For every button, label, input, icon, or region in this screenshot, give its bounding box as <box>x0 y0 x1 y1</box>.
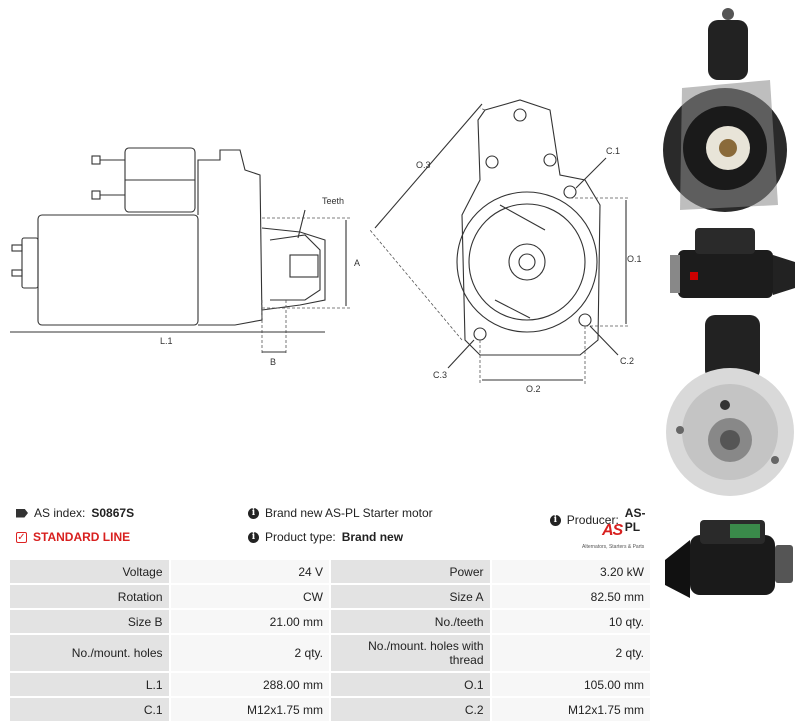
spec-value: 105.00 mm <box>491 673 650 696</box>
description: i Brand new AS-PL Starter motor <box>248 506 433 520</box>
spec-value: 2 qty. <box>491 635 650 671</box>
standard-line: ✓ STANDARD LINE <box>16 530 130 544</box>
spec-label: Rotation <box>10 585 169 608</box>
spec-value: M12x1.75 mm <box>491 698 650 721</box>
spec-label: Size B <box>10 610 169 633</box>
spec-value: 3.20 kW <box>491 560 650 583</box>
label-a: A <box>354 258 360 268</box>
standard-line-label: STANDARD LINE <box>33 530 131 544</box>
label-o1: O.1 <box>627 254 642 264</box>
product-type-value: Brand new <box>341 530 404 544</box>
spec-label: Size A <box>331 585 490 608</box>
logo-tagline: Alternators, Starters & Parts <box>582 544 645 550</box>
info-icon: i <box>248 531 259 543</box>
spec-label: C.1 <box>10 698 169 721</box>
spec-label: L.1 <box>10 673 169 696</box>
spec-label: C.2 <box>331 698 490 721</box>
flange-front <box>461 99 601 356</box>
checkbox-icon: ✓ <box>16 531 27 543</box>
spec-label: Voltage <box>10 560 169 583</box>
product-photos <box>663 8 795 598</box>
motor-body-side <box>37 214 199 326</box>
product-type: i Product type: Brand new <box>248 530 403 544</box>
as-index-label: AS index: <box>34 506 86 520</box>
photo-front-view <box>666 315 794 496</box>
producer-label: Producer: <box>566 513 619 527</box>
spec-label: O.1 <box>331 673 490 696</box>
photo-side-perspective <box>665 520 793 598</box>
label-c3: C.3 <box>433 370 447 380</box>
spec-value: CW <box>170 585 329 608</box>
logo-mark: AS <box>602 522 623 539</box>
spec-label: No./mount. holes <box>10 635 169 671</box>
as-pl-logo: AS Alternators, Starters & Parts <box>582 522 652 552</box>
spec-value: 24 V <box>170 560 329 583</box>
spec-label: No./teeth <box>331 610 490 633</box>
tag-icon <box>16 508 28 518</box>
product-info: AS index: S0867S ✓ STANDARD LINE i Brand… <box>0 500 660 560</box>
label-o3: O.3 <box>416 160 431 170</box>
producer-value: AS-PL <box>624 506 646 534</box>
label-teeth: Teeth <box>322 196 344 206</box>
spec-value: M12x1.75 mm <box>170 698 329 721</box>
spec-value: 288.00 mm <box>170 673 329 696</box>
info-icon: i <box>550 514 561 526</box>
spec-value: 82.50 mm <box>491 585 650 608</box>
label-b: B <box>270 357 276 367</box>
product-type-label: Product type: <box>265 530 336 544</box>
technical-drawing: Teeth A B L.1 O.3 C.1 O.1 C.2 C.3 O.2 <box>10 99 642 394</box>
photo-rear-view <box>663 8 787 212</box>
spec-value: 21.00 mm <box>170 610 329 633</box>
label-o2: O.2 <box>526 384 541 394</box>
info-icon: i <box>248 507 259 519</box>
spec-value: 10 qty. <box>491 610 650 633</box>
label-c1: C.1 <box>606 146 620 156</box>
as-index-value: S0867S <box>91 506 135 520</box>
description-text: Brand new AS-PL Starter motor <box>265 506 433 520</box>
label-l1: L.1 <box>160 336 173 346</box>
label-c2: C.2 <box>620 356 634 366</box>
spec-label: Power <box>331 560 490 583</box>
as-index: AS index: S0867S <box>16 506 134 520</box>
spec-value: 2 qty. <box>170 635 329 671</box>
photo-side-view <box>670 228 795 298</box>
producer: i Producer: AS-PL <box>550 506 660 534</box>
spec-label: No./mount. holes with thread <box>331 635 490 671</box>
